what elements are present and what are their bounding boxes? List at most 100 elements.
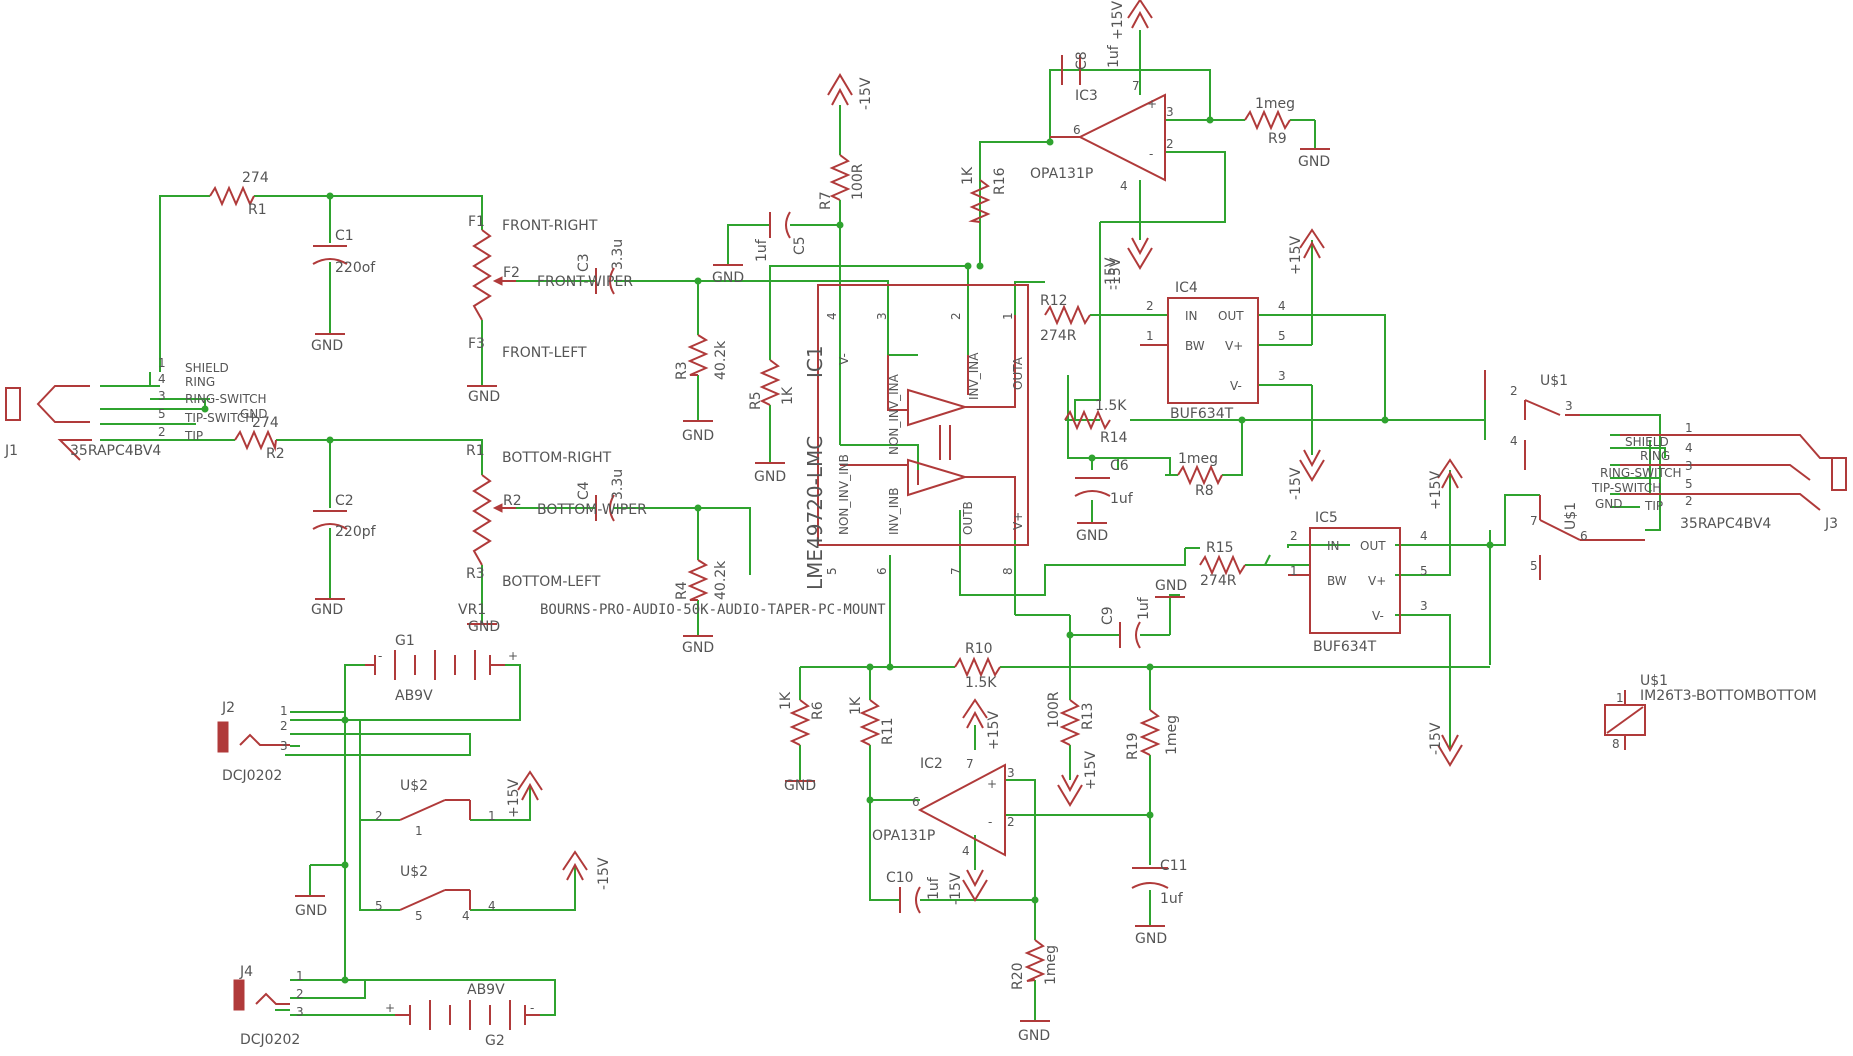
j3-pin5: 5	[1685, 477, 1693, 491]
ic4-out: OUT	[1218, 309, 1244, 323]
r1-name: R1	[248, 202, 267, 218]
relay-part: IM26T3-BOTTOMBOTTOM	[1640, 688, 1817, 704]
ic4-name: IC4	[1175, 280, 1198, 296]
ic5-pin2: 2	[1290, 529, 1298, 543]
us1-top-pin4: 4	[1510, 434, 1518, 448]
j1-part: 35RAPC4BV4	[70, 443, 161, 459]
gnd-c1: GND	[311, 338, 343, 354]
ic1-pin4: 4	[825, 312, 839, 320]
j1-ring-label: RING	[185, 375, 215, 389]
us1-top-pin2: 2	[1510, 384, 1518, 398]
us2-bot-pin4b: 4	[488, 899, 496, 913]
ic2-minus: -	[988, 815, 992, 829]
us2-bot-pin4: 4	[462, 909, 470, 923]
bottom-left-label: BOTTOM-LEFT	[502, 574, 601, 590]
pot-f1: F1	[468, 214, 485, 230]
ic5-out: OUT	[1360, 539, 1386, 553]
gnd-us2: GND	[295, 903, 327, 919]
j4-part: DCJ0202	[240, 1032, 300, 1048]
ic4-part: BUF634T	[1170, 406, 1234, 422]
ic5-pin3: 3	[1420, 599, 1428, 613]
c5-name: C5	[792, 236, 808, 255]
gnd-r4: GND	[682, 640, 714, 656]
c11-name: C11	[1160, 858, 1188, 874]
us1-top-pin3: 3	[1565, 399, 1573, 413]
gnd-r5: GND	[754, 469, 786, 485]
bottom-wiper-label: BOTTOM-WIPER	[537, 502, 647, 518]
j1-pin2: 2	[158, 425, 166, 439]
c1-value: 220of	[335, 260, 376, 276]
r12-name: R12	[1040, 293, 1068, 309]
gnd-r3: GND	[682, 428, 714, 444]
gnd-pot1: GND	[468, 389, 500, 405]
ic5-bw: BW	[1327, 574, 1347, 588]
ic3-minus15: -15V	[1108, 257, 1124, 290]
relay-pin1: 1	[1616, 691, 1624, 705]
j3-tip-label: TIP	[1644, 499, 1663, 513]
r7-supply: -15V	[858, 77, 874, 110]
c3-name: C3	[576, 253, 592, 272]
us2-top-name: U$2	[400, 778, 428, 794]
j1-name: J1	[4, 443, 18, 459]
bottom-right-label: BOTTOM-RIGHT	[502, 450, 612, 466]
r11-name: R11	[880, 717, 896, 745]
ic1-name: IC1	[803, 345, 827, 378]
us2-top-pin1: 1	[415, 824, 423, 838]
j2-pin3: 3	[280, 739, 288, 753]
us2-minus15: -15V	[596, 857, 612, 890]
ic4-pin1: 1	[1146, 329, 1154, 343]
ic5-in: IN	[1327, 539, 1340, 553]
c2-value: 220pf	[335, 524, 377, 540]
ic5-part: BUF634T	[1313, 639, 1377, 655]
ic2-pin3: 3	[1007, 766, 1015, 780]
j1-pin1: 1	[158, 356, 166, 370]
j3-ringsw-label: RING-SWITCH	[1600, 466, 1682, 480]
wires	[100, 30, 1666, 1020]
j3-tipsw-label: TIP-SWITCH	[1591, 481, 1661, 495]
gnd-r20: GND	[1018, 1028, 1050, 1044]
pot-r3: R3	[466, 566, 485, 582]
ic1-vminus: V-	[837, 353, 851, 365]
j3-part: 35RAPC4BV4	[1680, 516, 1771, 532]
us2-top-pin2: 2	[375, 809, 383, 823]
j2-pin1: 1	[280, 704, 288, 718]
us2-bot-pin5b: 5	[415, 909, 423, 923]
ic4-bw: BW	[1185, 339, 1205, 353]
gnd-r9: GND	[1298, 154, 1330, 170]
ic5-plus15: +15V	[1428, 470, 1444, 510]
gnd-c9: GND	[1155, 578, 1187, 594]
g1-name: G1	[395, 633, 415, 649]
ic1-pin6: 6	[875, 567, 889, 575]
r5-value: 1K	[780, 386, 796, 405]
ic2-pin7: 7	[966, 757, 974, 771]
ic1-pin2: 2	[949, 312, 963, 320]
ic4-in: IN	[1185, 309, 1198, 323]
j1-tipsw-label: TIP-SWITCH	[184, 411, 254, 425]
ic4-pin4: 4	[1278, 299, 1286, 313]
r2-value: 274	[252, 415, 279, 431]
ic1-outa: OUTA	[1011, 356, 1025, 390]
c4-value: 3.3u	[610, 469, 626, 500]
r14-value: 1.5K	[1095, 398, 1127, 414]
ic3-pin7: 7	[1132, 79, 1140, 93]
j1-gnd: GND	[240, 407, 268, 421]
r1-value: 274	[242, 170, 269, 186]
j4-name: J4	[239, 964, 253, 980]
r4-value: 40.2k	[713, 560, 729, 600]
c8-value: 1uf	[1106, 44, 1122, 68]
ic2-name: IC2	[920, 756, 943, 772]
us1-bot-pin5: 5	[1530, 559, 1538, 573]
us1-bot-pin7: 7	[1530, 514, 1538, 528]
gnd-c5: GND	[712, 270, 744, 286]
j3-pin3: 3	[1685, 459, 1693, 473]
us2-bot-name: U$2	[400, 864, 428, 880]
front-wiper-label: FRONT-WIPER	[537, 274, 633, 290]
j4-pin1: 1	[296, 969, 304, 983]
c8-name: C8	[1074, 51, 1090, 70]
front-right-label: FRONT-RIGHT	[502, 218, 598, 234]
us1-bot-pin6: 6	[1580, 529, 1588, 543]
g1-minus: -	[378, 649, 382, 663]
g2-name: G2	[485, 1033, 505, 1049]
ic3-plus15: +15V	[1110, 0, 1126, 40]
